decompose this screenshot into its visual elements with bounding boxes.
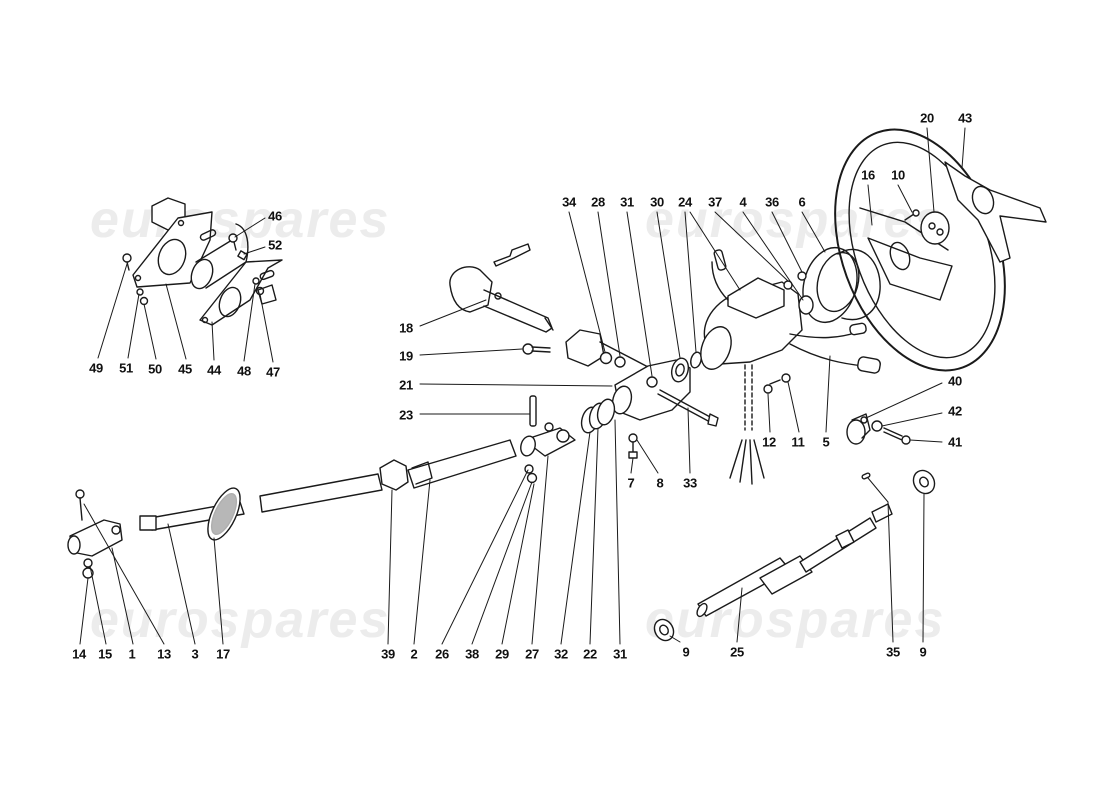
part-callout-30[interactable]: 30 (650, 194, 664, 210)
clamp-40 (846, 413, 911, 445)
part-callout-6[interactable]: 6 (798, 194, 806, 210)
part-callout-19[interactable]: 19 (399, 348, 413, 364)
part-callout-32[interactable]: 32 (554, 646, 568, 662)
part-callout-12[interactable]: 12 (762, 434, 776, 450)
universal-joint-27 (520, 422, 576, 484)
part-callout-11[interactable]: 11 (791, 434, 805, 450)
part-callout-26[interactable]: 26 (435, 646, 449, 662)
part-callout-33[interactable]: 33 (683, 475, 697, 491)
part-callout-21[interactable]: 21 (399, 377, 413, 393)
part-callout-43[interactable]: 43 (958, 110, 972, 126)
part-callout-14[interactable]: 14 (72, 646, 86, 662)
leader-lines (79, 127, 966, 645)
part-callout-9a[interactable]: 9 (682, 644, 690, 660)
part-callout-25[interactable]: 25 (730, 644, 744, 660)
part-callout-34[interactable]: 34 (562, 194, 576, 210)
lower-joint-1 (67, 489, 123, 579)
part-callout-15[interactable]: 15 (98, 646, 112, 662)
horn-badge-43 (944, 161, 1047, 263)
part-callout-42[interactable]: 42 (948, 403, 962, 419)
bolt-19 (522, 343, 551, 355)
part-callout-8[interactable]: 8 (656, 475, 664, 491)
part-callout-2[interactable]: 2 (410, 646, 418, 662)
part-callout-22[interactable]: 22 (583, 646, 597, 662)
part-callout-39[interactable]: 39 (381, 646, 395, 662)
nut-9 (653, 469, 936, 642)
part-callout-31[interactable]: 31 (620, 194, 634, 210)
part-callout-7[interactable]: 7 (627, 475, 635, 491)
part-callout-40[interactable]: 40 (948, 373, 962, 389)
part-callout-27[interactable]: 27 (525, 646, 539, 662)
part-callout-1[interactable]: 1 (128, 646, 136, 662)
part-callout-3[interactable]: 3 (191, 646, 199, 662)
part-callout-46[interactable]: 46 (268, 208, 282, 224)
part-callout-47[interactable]: 47 (266, 364, 280, 380)
part-callout-28[interactable]: 28 (591, 194, 605, 210)
column-housing-group (529, 329, 719, 459)
part-callout-52[interactable]: 52 (268, 237, 282, 253)
part-callout-31b[interactable]: 31 (613, 646, 627, 662)
part-callout-37[interactable]: 37 (708, 194, 722, 210)
part-callout-49[interactable]: 49 (89, 360, 103, 376)
part-callout-13[interactable]: 13 (157, 646, 171, 662)
part-callout-17[interactable]: 17 (216, 646, 230, 662)
ignition-lock-group (449, 243, 554, 333)
part-callout-35[interactable]: 35 (886, 644, 900, 660)
part-callout-20[interactable]: 20 (920, 110, 934, 126)
part-callout-10[interactable]: 10 (891, 167, 905, 183)
part-callout-18[interactable]: 18 (399, 320, 413, 336)
part-callout-41[interactable]: 41 (948, 434, 962, 450)
mounting-bracket-group (122, 197, 283, 326)
part-callout-44[interactable]: 44 (207, 362, 221, 378)
part-callout-36[interactable]: 36 (765, 194, 779, 210)
part-callout-4[interactable]: 4 (739, 194, 747, 210)
switch-body-24 (700, 249, 881, 485)
intermediate-shaft-2 (379, 439, 517, 491)
part-callout-45[interactable]: 45 (178, 361, 192, 377)
part-callout-5[interactable]: 5 (822, 434, 830, 450)
part-callout-29[interactable]: 29 (495, 646, 509, 662)
lower-shaft-3 (139, 473, 383, 541)
part-callout-50[interactable]: 50 (148, 361, 162, 377)
part-callout-9b[interactable]: 9 (919, 644, 927, 660)
part-callout-48[interactable]: 48 (237, 363, 251, 379)
part-callout-51[interactable]: 51 (119, 360, 133, 376)
part-callout-23[interactable]: 23 (399, 407, 413, 423)
part-callout-24[interactable]: 24 (678, 194, 692, 210)
inner-shaft-25 (696, 472, 893, 618)
part-callout-38[interactable]: 38 (465, 646, 479, 662)
part-callout-16[interactable]: 16 (861, 167, 875, 183)
